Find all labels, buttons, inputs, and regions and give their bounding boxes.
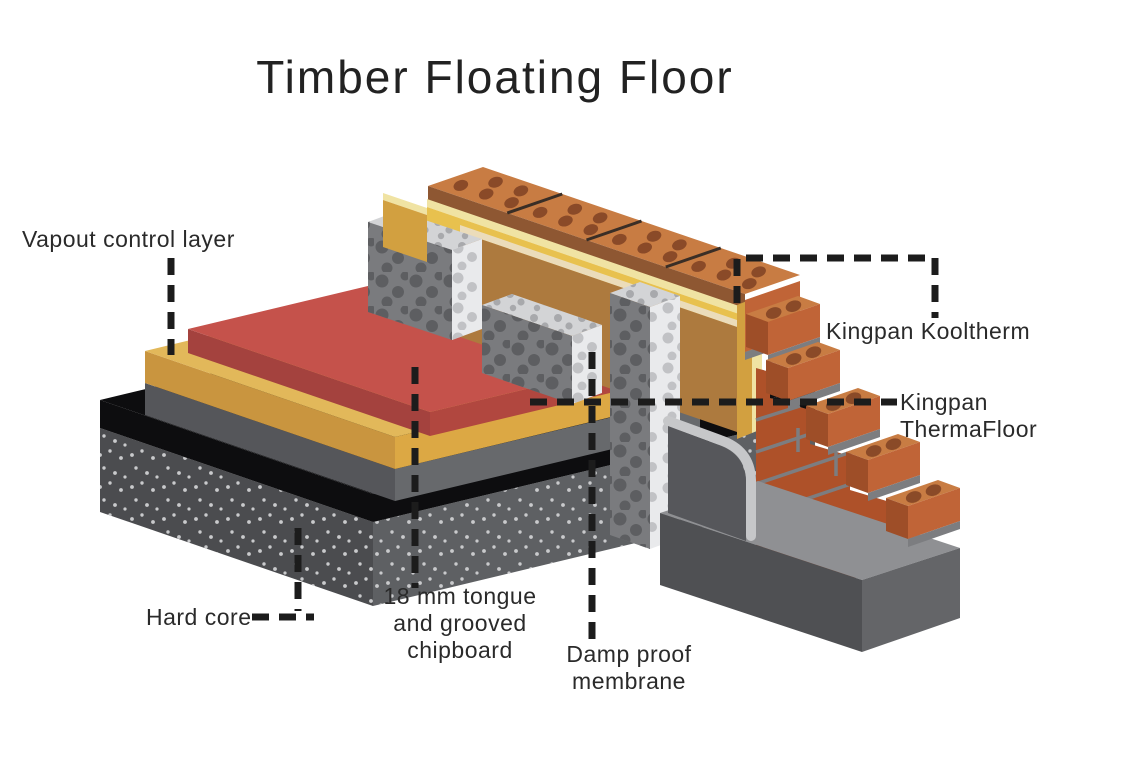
dpm-right-face xyxy=(373,388,815,522)
stair-mortar xyxy=(828,429,880,455)
stair-mortar xyxy=(908,521,960,547)
stair-brick-top xyxy=(766,342,840,368)
label-thermafloor: Kingpan ThermaFloor xyxy=(900,389,1038,443)
brick-hole xyxy=(662,251,678,263)
block-column-front-texture xyxy=(610,293,650,549)
brick-inner-band xyxy=(428,186,745,312)
page-title: Timber Floating Floor xyxy=(256,51,734,103)
brick-hole xyxy=(691,260,706,272)
brick-joint xyxy=(586,219,642,242)
stair-brick-side xyxy=(846,452,868,493)
stair-brick-top xyxy=(846,434,920,460)
chipboard-front-left-face xyxy=(188,329,430,436)
brick-joint xyxy=(665,246,722,269)
brick-hole xyxy=(785,300,802,312)
foundation-front-left xyxy=(660,513,862,652)
dpm-upstand-edge xyxy=(663,416,756,541)
brick-hole xyxy=(504,197,519,209)
hardcore-front-left-face-texture xyxy=(100,428,373,606)
brick-hole xyxy=(592,212,608,224)
brick-hole xyxy=(488,176,503,188)
brick-joint xyxy=(506,192,563,215)
brick-hole xyxy=(513,185,529,197)
foundation-front-right xyxy=(862,548,960,652)
brick-hole xyxy=(742,278,757,290)
brick-hole xyxy=(478,188,494,200)
leader-kooltherm xyxy=(733,254,939,318)
block-step2-front-texture xyxy=(482,305,572,404)
kooltherm-strip-top-edge xyxy=(427,199,742,315)
block-step1-front-texture xyxy=(368,222,452,340)
block-step2-cut-texture xyxy=(572,325,602,404)
stair-brick-top xyxy=(886,480,960,506)
brick-hole xyxy=(805,346,822,358)
brick-hole xyxy=(532,206,548,218)
brick-hole xyxy=(925,484,942,496)
brick-hole xyxy=(583,224,599,236)
brick-hole xyxy=(885,438,902,450)
stair-brick-side xyxy=(746,314,768,355)
stair-brick-end xyxy=(908,488,960,539)
brick-staircase xyxy=(746,296,960,547)
label-vapour-control: Vapout control layer xyxy=(22,226,235,252)
brick-hole xyxy=(751,266,766,278)
brick-joint xyxy=(755,404,801,422)
brick-hole xyxy=(905,491,922,503)
stair-brick-end xyxy=(828,396,880,447)
brick-hole xyxy=(672,239,687,251)
brick-hole xyxy=(637,242,653,254)
brick-hole xyxy=(716,269,732,281)
stair-brick-top xyxy=(746,296,820,322)
block-column-top-texture xyxy=(610,282,680,307)
stair-brick-end xyxy=(788,350,840,401)
brick-hole xyxy=(646,230,662,242)
brick-hole xyxy=(865,445,882,457)
slab-front-left-face xyxy=(145,383,395,501)
brick-hole xyxy=(558,215,573,227)
kooltherm-left-end-face xyxy=(383,200,427,262)
brick-hole xyxy=(612,233,627,245)
stair-brick-end xyxy=(768,304,820,355)
label-damp-proof: Damp proof membrane xyxy=(566,641,692,695)
brick-hole xyxy=(453,179,469,191)
stair-brick-side xyxy=(886,498,908,539)
block-step1-cut-texture xyxy=(452,239,482,340)
brick-hole xyxy=(765,307,782,319)
brick-hole xyxy=(785,353,802,365)
label-chipboard: 18 mm tongue and grooved chipboard xyxy=(383,583,537,664)
dpm-upstand-sheet xyxy=(668,426,746,541)
label-hard-core: Hard core xyxy=(146,604,252,630)
insulation-front-left-face xyxy=(145,351,395,469)
label-kooltherm: Kingpan Kooltherm xyxy=(826,318,1031,344)
stair-mortar xyxy=(868,475,920,501)
dpm-left-face xyxy=(100,400,373,522)
stair-brick-side xyxy=(806,406,828,447)
brick-hole xyxy=(567,203,583,215)
kooltherm-left-end-top xyxy=(383,193,427,215)
brick-perforations xyxy=(453,176,766,290)
stair-brick-end xyxy=(868,442,920,493)
block-step2-top-texture xyxy=(482,294,602,336)
stair-brick-side xyxy=(766,360,788,401)
